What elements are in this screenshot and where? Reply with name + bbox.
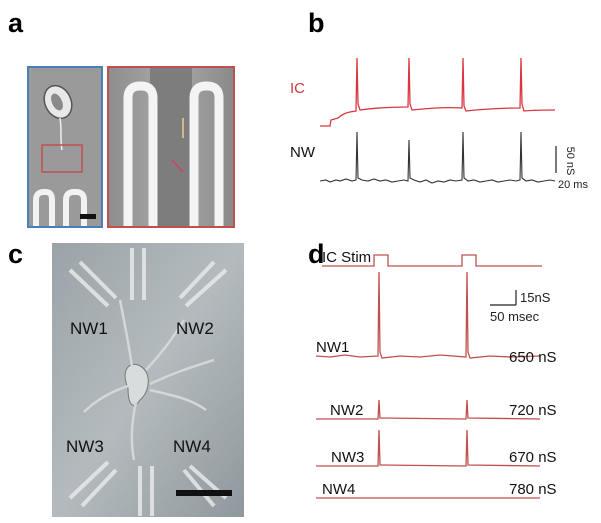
panel-d-value-nw4: 780 nS	[509, 481, 557, 498]
panel-d-value-nw3: 670 nS	[509, 449, 557, 466]
panel-d-stim-trace	[322, 254, 542, 267]
panel-d-label-nw2: NW2	[330, 402, 363, 419]
panel-d-trace-nw1	[315, 271, 541, 359]
panel-c-label-nw1: NW1	[70, 319, 108, 338]
panel-d-label-nw3: NW3	[331, 449, 364, 466]
panel-d-label-nw1: NW1	[316, 339, 349, 356]
panel-d-trace-nw3	[316, 429, 541, 467]
panel-b-letter: b	[308, 8, 325, 38]
panel-d-value-nw2: 720 nS	[509, 402, 557, 419]
panel-c-label-nw3: NW3	[66, 437, 104, 456]
panel-a-overview-image	[27, 66, 103, 228]
panel-d-stim-label: IC Stim	[322, 249, 371, 266]
panel-b-ic-trace	[320, 57, 556, 127]
ic-trace-label: IC	[290, 80, 305, 97]
panel-b-scale-y: 50 nS	[564, 147, 576, 176]
panel-d-scale-y: 15nS	[520, 290, 551, 305]
panel-d-scale-x: 50 msec	[490, 309, 540, 324]
panel-d-trace-nw2	[316, 399, 541, 420]
panel-c-label-nw4: NW4	[173, 437, 211, 456]
panel-c-label-nw2: NW2	[176, 319, 214, 338]
panel-d-value-nw1: 650 nS	[509, 349, 557, 366]
panel-c-letter: c	[8, 239, 23, 269]
panel-b-nw-trace	[319, 131, 556, 184]
panel-a-zoom-image	[107, 66, 235, 228]
panel-d-letter: d	[308, 239, 325, 269]
panel-a-letter: a	[8, 8, 24, 38]
panel-d-label-nw4: NW4	[322, 481, 355, 498]
panel-c-sem-image	[52, 243, 244, 517]
nw-trace-label: NW	[290, 144, 316, 161]
panel-b-scale-x: 20 ms	[558, 179, 588, 191]
